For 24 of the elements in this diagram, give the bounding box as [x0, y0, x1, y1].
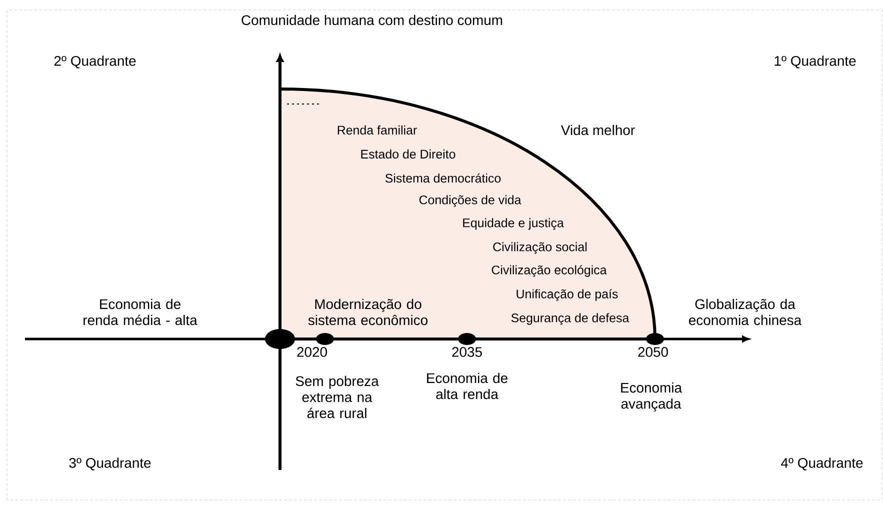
goal-label: Civilização ecológica — [492, 265, 607, 277]
year-label: 2020 — [297, 347, 327, 357]
quadrant-label: 1º Quadrante — [774, 56, 856, 68]
axis-label: Modernização do sistema econômico — [308, 298, 428, 326]
quadrant-label: 2º Quadrante — [54, 56, 136, 68]
goal-label: Segurança de defesa — [511, 313, 630, 325]
goal-label: Estado de Direito — [361, 149, 456, 159]
goal-label: Unificação de país — [516, 289, 618, 301]
milestone-label: Economia de alta renda — [427, 372, 508, 400]
goal-label: Civilização social — [493, 242, 587, 254]
goal-label: Sistema democrático — [385, 173, 501, 183]
quadrant-label: 4º Quadrante — [781, 458, 863, 470]
milestone-label: Economia avançada — [621, 382, 682, 412]
axis-label: Globalização da economia chinesa — [689, 298, 802, 326]
goal-label: Renda familiar — [338, 125, 417, 135]
quadrant-label: 3º Quadrante — [69, 458, 151, 470]
year-label: 2035 — [452, 347, 482, 357]
year-label: 2050 — [638, 347, 668, 357]
milestone-label: Sem pobreza extrema na área rural — [296, 376, 379, 418]
title: Comunidade humana com destino comum — [242, 14, 502, 26]
region-label: Vida melhor — [560, 124, 635, 136]
goal-label: Equidade e justiça — [463, 218, 564, 230]
axis-label: Economia de renda média - alta — [84, 298, 198, 326]
goal-label: Condições de vida — [419, 195, 522, 207]
